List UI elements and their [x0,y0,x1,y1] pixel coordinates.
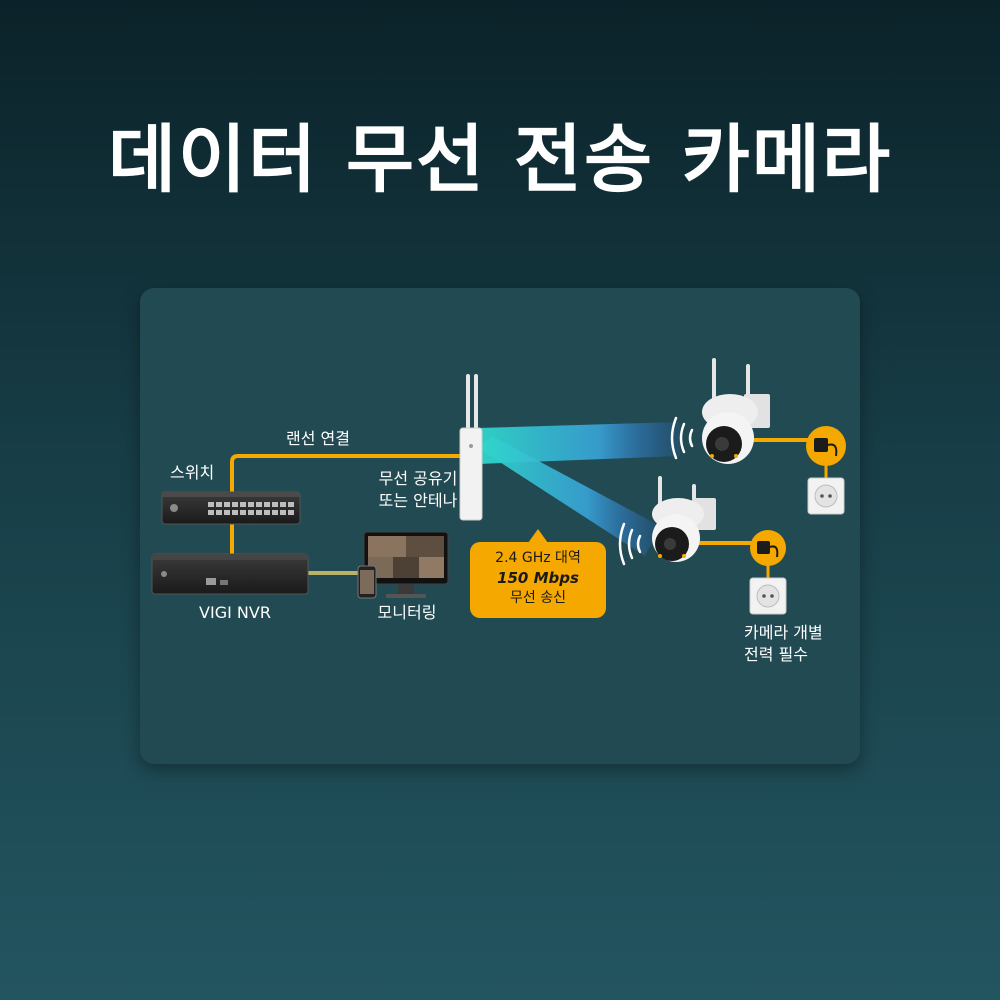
wireless-band: 2.4 GHz 대역 [495,550,581,566]
monitor-device [363,531,449,598]
access-point-label-line2: 또는 안테나 [378,491,458,510]
lan-connection-label: 랜선 연결 [286,429,350,448]
power-outlet-icon [749,477,845,615]
power-requirement-label: 카메라 개별 전력 필수 [744,622,823,666]
switch-label: 스위치 [170,463,215,482]
power-requirement-line1: 카메라 개별 [744,623,823,642]
network-diagram [151,358,846,615]
camera-lower [652,476,716,562]
page-title: 데이터 무선 전송 카메라 [107,117,893,203]
wireless-beam-lower [478,436,660,556]
nvr-device [151,553,309,595]
power-requirement-line2: 전력 필수 [744,645,808,664]
switch-logo-icon [170,504,178,512]
access-point-device [459,374,483,521]
wireless-beam-upper [478,422,680,464]
smartphone-device [357,565,377,599]
wireless-mode: 무선 송신 [510,590,566,606]
network-diagram-panel: 랜선 연결 스위치 무선 공유기 또는 안테나 VIGI NVR 모니터링 카메… [140,288,860,764]
switch-device [161,491,301,525]
signal-waves-icon [618,416,694,566]
access-point-label-line1: 무선 공유기 [378,469,458,488]
access-point-label: 무선 공유기 또는 안테나 [368,468,468,512]
lan-cable [230,454,462,500]
nvr-logo-icon [161,571,167,577]
wireless-spec-bubble: 2.4 GHz 대역 150 Mbps 무선 송신 [470,529,606,618]
wireless-rate: 150 Mbps [497,569,579,587]
camera-upper [702,358,770,464]
monitoring-label: 모니터링 [377,603,437,622]
nvr-label: VIGI NVR [199,603,271,622]
power-adapter-icon [750,426,846,566]
